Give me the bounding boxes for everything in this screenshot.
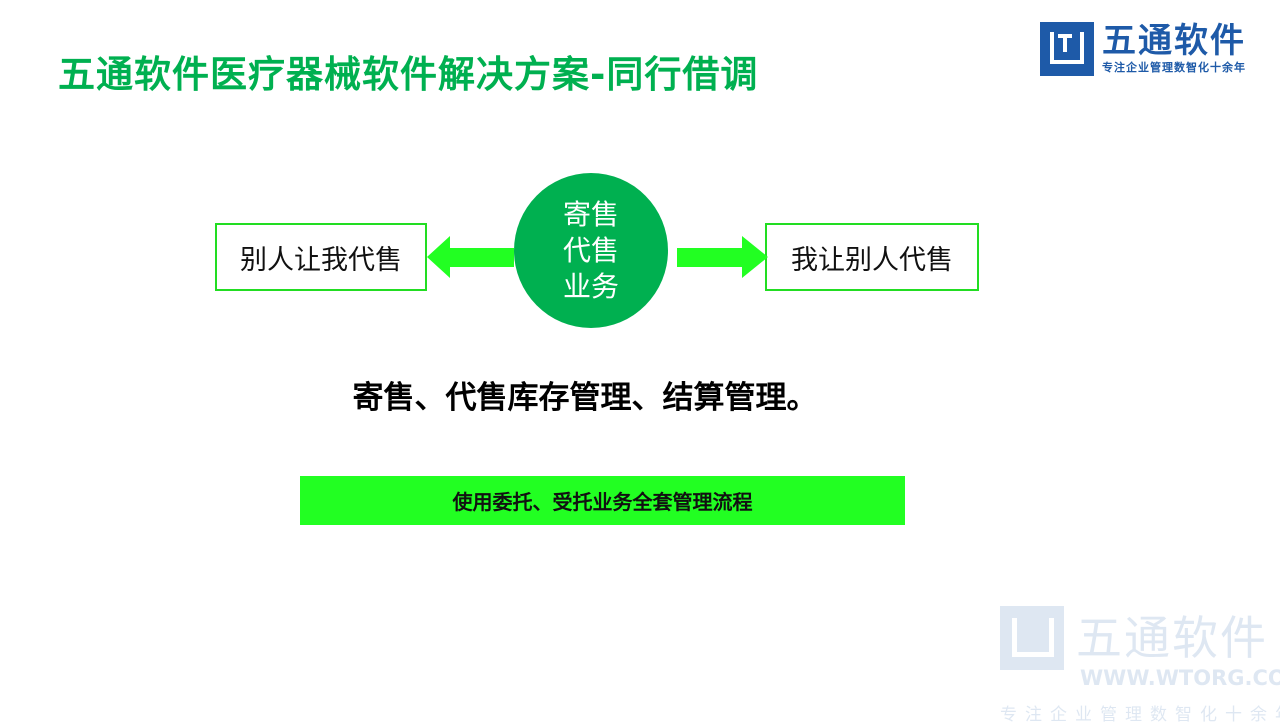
- left-arrow-icon: [427, 236, 514, 278]
- banner: 使用委托、受托业务全套管理流程: [300, 476, 905, 525]
- left-box: 别人让我代售: [215, 223, 427, 291]
- center-line-3: 业务: [562, 269, 619, 303]
- center-line-2: 代售: [562, 233, 619, 267]
- logo-slogan: 专注企业管理数智化十余年: [1102, 61, 1246, 74]
- watermark: 五通软件 WWW.WTORG.COM 专注企业管理数智化十余年: [1000, 606, 1280, 725]
- logo-name: 五通软件: [1102, 21, 1246, 61]
- arrows: [427, 236, 768, 278]
- center-line-1: 寄售: [562, 197, 619, 231]
- watermark-url: WWW.WTORG.COM: [1080, 666, 1280, 690]
- watermark-logo-icon: [1000, 606, 1064, 670]
- watermark-name: 五通软件: [1076, 611, 1268, 665]
- summary-text: 寄售、代售库存管理、结算管理。: [352, 380, 818, 416]
- page-title: 五通软件医疗器械软件解决方案-同行借调: [58, 53, 759, 96]
- center-circle: 寄售 代售 业务: [514, 173, 668, 328]
- right-arrow-icon: [677, 236, 768, 278]
- watermark-slogan: 专注企业管理数智化十余年: [1000, 705, 1280, 725]
- logo-mark-icon: [1040, 22, 1094, 76]
- right-box: 我让别人代售: [765, 223, 979, 291]
- logo: 五通软件 专注企业管理数智化十余年: [1040, 22, 1246, 76]
